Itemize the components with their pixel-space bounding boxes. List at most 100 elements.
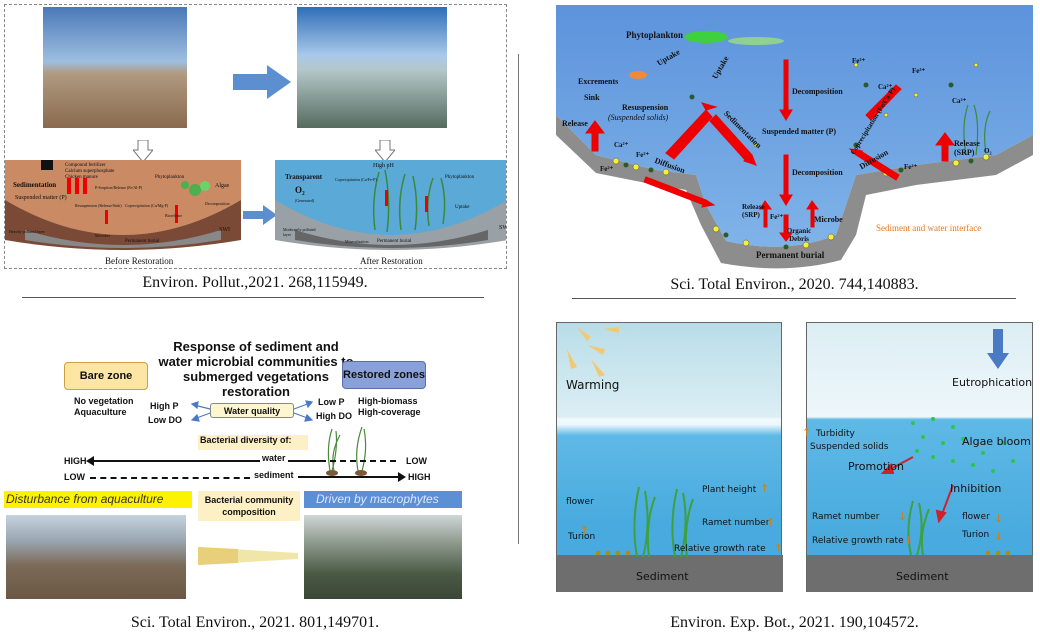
- caption-panel4: Environ. Exp. Bot., 2021. 190,104572.: [670, 614, 919, 631]
- bacterial-diversity: Bacterial diversity of:: [198, 435, 308, 450]
- after-text-o2: O₂: [295, 185, 305, 195]
- down-arrow-icon: [373, 139, 397, 167]
- label-phytoplankton: Phytoplankton: [626, 30, 684, 40]
- panel-warming-eutrophication: Warming flower Turion Plant height Ramet…: [556, 322, 1033, 592]
- before-text-fertilizer: Compound fertilizer: [65, 163, 106, 168]
- caption-panel1: Environ. Pollut.,2021. 268,115949.: [142, 274, 368, 291]
- label-suspended-matter: Suspended matter (P): [762, 127, 837, 136]
- arrow-sediment: [298, 476, 398, 478]
- up-arrow-icon: ↑: [802, 426, 812, 439]
- sediment-label: sediment: [252, 470, 296, 480]
- after-text-moderately: Moderately polluted layer: [283, 227, 316, 237]
- low-right-water: LOW: [406, 456, 427, 466]
- down-arrow-icon: ↓: [994, 530, 1004, 543]
- photo-before: [43, 7, 187, 128]
- before-text-resuspension: Resuspension (Release/Sink): [75, 203, 122, 208]
- left-sediment: [557, 555, 783, 592]
- label-ca-3: Ca²⁺: [614, 141, 629, 149]
- up-arrow-icon: ↑: [760, 482, 770, 495]
- water-quality-box: Water quality: [210, 403, 294, 418]
- label-organic-debris: Organic Debris: [786, 227, 812, 243]
- label-release-right: Release (SRP): [954, 139, 980, 157]
- before-text-coprecipitation: Coprecipitation (Ca/Mg-P): [125, 203, 169, 208]
- arrow-water: [90, 460, 320, 462]
- low-do: Low DO: [148, 415, 182, 425]
- caption-panel2: Sci. Total Environ., 2020. 744,140883.: [670, 276, 919, 293]
- turion-icons: [593, 549, 633, 557]
- before-text-algae: Algae: [215, 183, 230, 189]
- label-permanent-burial: Permanent burial: [756, 250, 825, 260]
- label-ca-1: Ca²⁺: [878, 83, 893, 91]
- down-arrow-icon: ↓: [904, 534, 914, 547]
- high-right-sediment: HIGH: [408, 472, 431, 482]
- arrow-sediment-head: [398, 472, 406, 482]
- before-restoration-label: Before Restoration: [105, 256, 174, 266]
- before-text-manure: Chicken manure: [65, 175, 98, 180]
- label-inhibition: Inhibition: [950, 482, 1002, 495]
- up-arrow-icon: ↑: [766, 516, 776, 529]
- photo-restored-zone: [304, 515, 462, 599]
- after-text-coprecipitation: Coprecipitation (Ca/Fe-P): [335, 177, 377, 182]
- label-sediment-right: Sediment: [896, 570, 949, 583]
- after-text-burial: Permanent burial: [377, 239, 412, 244]
- label-turbidity: Turbidity: [816, 429, 855, 439]
- label-release-srp-bottom: Release (SRP): [742, 203, 765, 219]
- water-dashed: [320, 460, 396, 462]
- arrow-right-icon: [243, 205, 277, 230]
- label-fe2-3: Fe²⁺: [770, 213, 784, 221]
- left-plants: [633, 486, 694, 558]
- gradient-triangle: [198, 547, 298, 565]
- right-sediment: [807, 555, 1033, 592]
- before-text-microbes: Microbes: [95, 233, 111, 238]
- center-divider: [518, 54, 519, 544]
- after-text-mineralization: Mineralization: [345, 239, 369, 244]
- high-coverage: High-coverage: [358, 407, 421, 417]
- label-relative-growth-right: Relative growth rate: [812, 536, 904, 546]
- after-text-transparent: Transparent: [285, 173, 323, 181]
- label-suspended-solids: Suspended solids: [810, 442, 889, 452]
- photo-bare-zone: [6, 515, 186, 599]
- after-text-highph: High pH: [373, 163, 394, 169]
- label-microbe: Microbe: [814, 215, 843, 224]
- down-arrow-icon: [131, 139, 155, 167]
- label-decomposition-mid: Decomposition: [792, 168, 843, 177]
- label-excrements: Excrements: [578, 77, 619, 86]
- after-text-sw: SW: [499, 225, 506, 231]
- label-ca-2: Ca²⁺: [952, 97, 967, 105]
- algae-dots: [911, 417, 1015, 473]
- sediment-dashed: [90, 477, 250, 479]
- down-arrow-icon: [987, 329, 1009, 369]
- high-do: High DO: [316, 411, 352, 421]
- aquaculture: Aquaculture: [74, 407, 127, 417]
- before-text-sorption: P-Sorption/Release (Fe/Al-P): [95, 185, 143, 190]
- community-box: Bacterial community composition: [198, 491, 300, 521]
- arrow-right-icon: [233, 65, 291, 104]
- label-algae-bloom: Algae bloom: [962, 435, 1031, 448]
- after-text-generated: (Generated): [295, 198, 315, 203]
- panel-microbial-response: Response of sediment and water microbial…: [2, 325, 512, 610]
- label-resuspension: Resuspension: [622, 103, 669, 112]
- before-text-swi: SWI: [219, 227, 230, 233]
- water-quality-arrows: [190, 400, 314, 422]
- down-arrow-icon: ↓: [898, 510, 908, 523]
- down-arrow-icon: ↓: [994, 512, 1004, 525]
- red-arrows: [880, 456, 954, 523]
- arrow-water-head: [86, 456, 94, 466]
- before-text-calcium: Calcium superphosphate: [65, 169, 115, 174]
- photo-after: [297, 7, 447, 128]
- caption-panel3: Sci. Total Environ., 2021. 801,149701.: [130, 614, 380, 631]
- label-flower-right: flower: [962, 512, 990, 522]
- label-fe2-2: Fe²⁺: [600, 165, 614, 173]
- panel-restoration-figure: Compound fertilizer Calcium superphospha…: [4, 4, 507, 269]
- water-label: water: [260, 453, 288, 463]
- label-turion-right: Turion: [962, 530, 990, 540]
- label-ramet-number-left: Ramet number: [702, 518, 770, 528]
- before-text-phytoplankton: Phytoplankton: [155, 175, 185, 180]
- label-fe3-2: Fe³⁺: [912, 67, 926, 75]
- label-fe2-1: Fe²⁺: [636, 151, 650, 159]
- label-ramet-number-right: Ramet number: [812, 512, 880, 522]
- high-p: High P: [150, 401, 179, 411]
- low-p: Low P: [318, 397, 345, 407]
- no-vegetation: No vegetation: [74, 396, 134, 406]
- restored-zones-box: Restored zones: [342, 361, 426, 389]
